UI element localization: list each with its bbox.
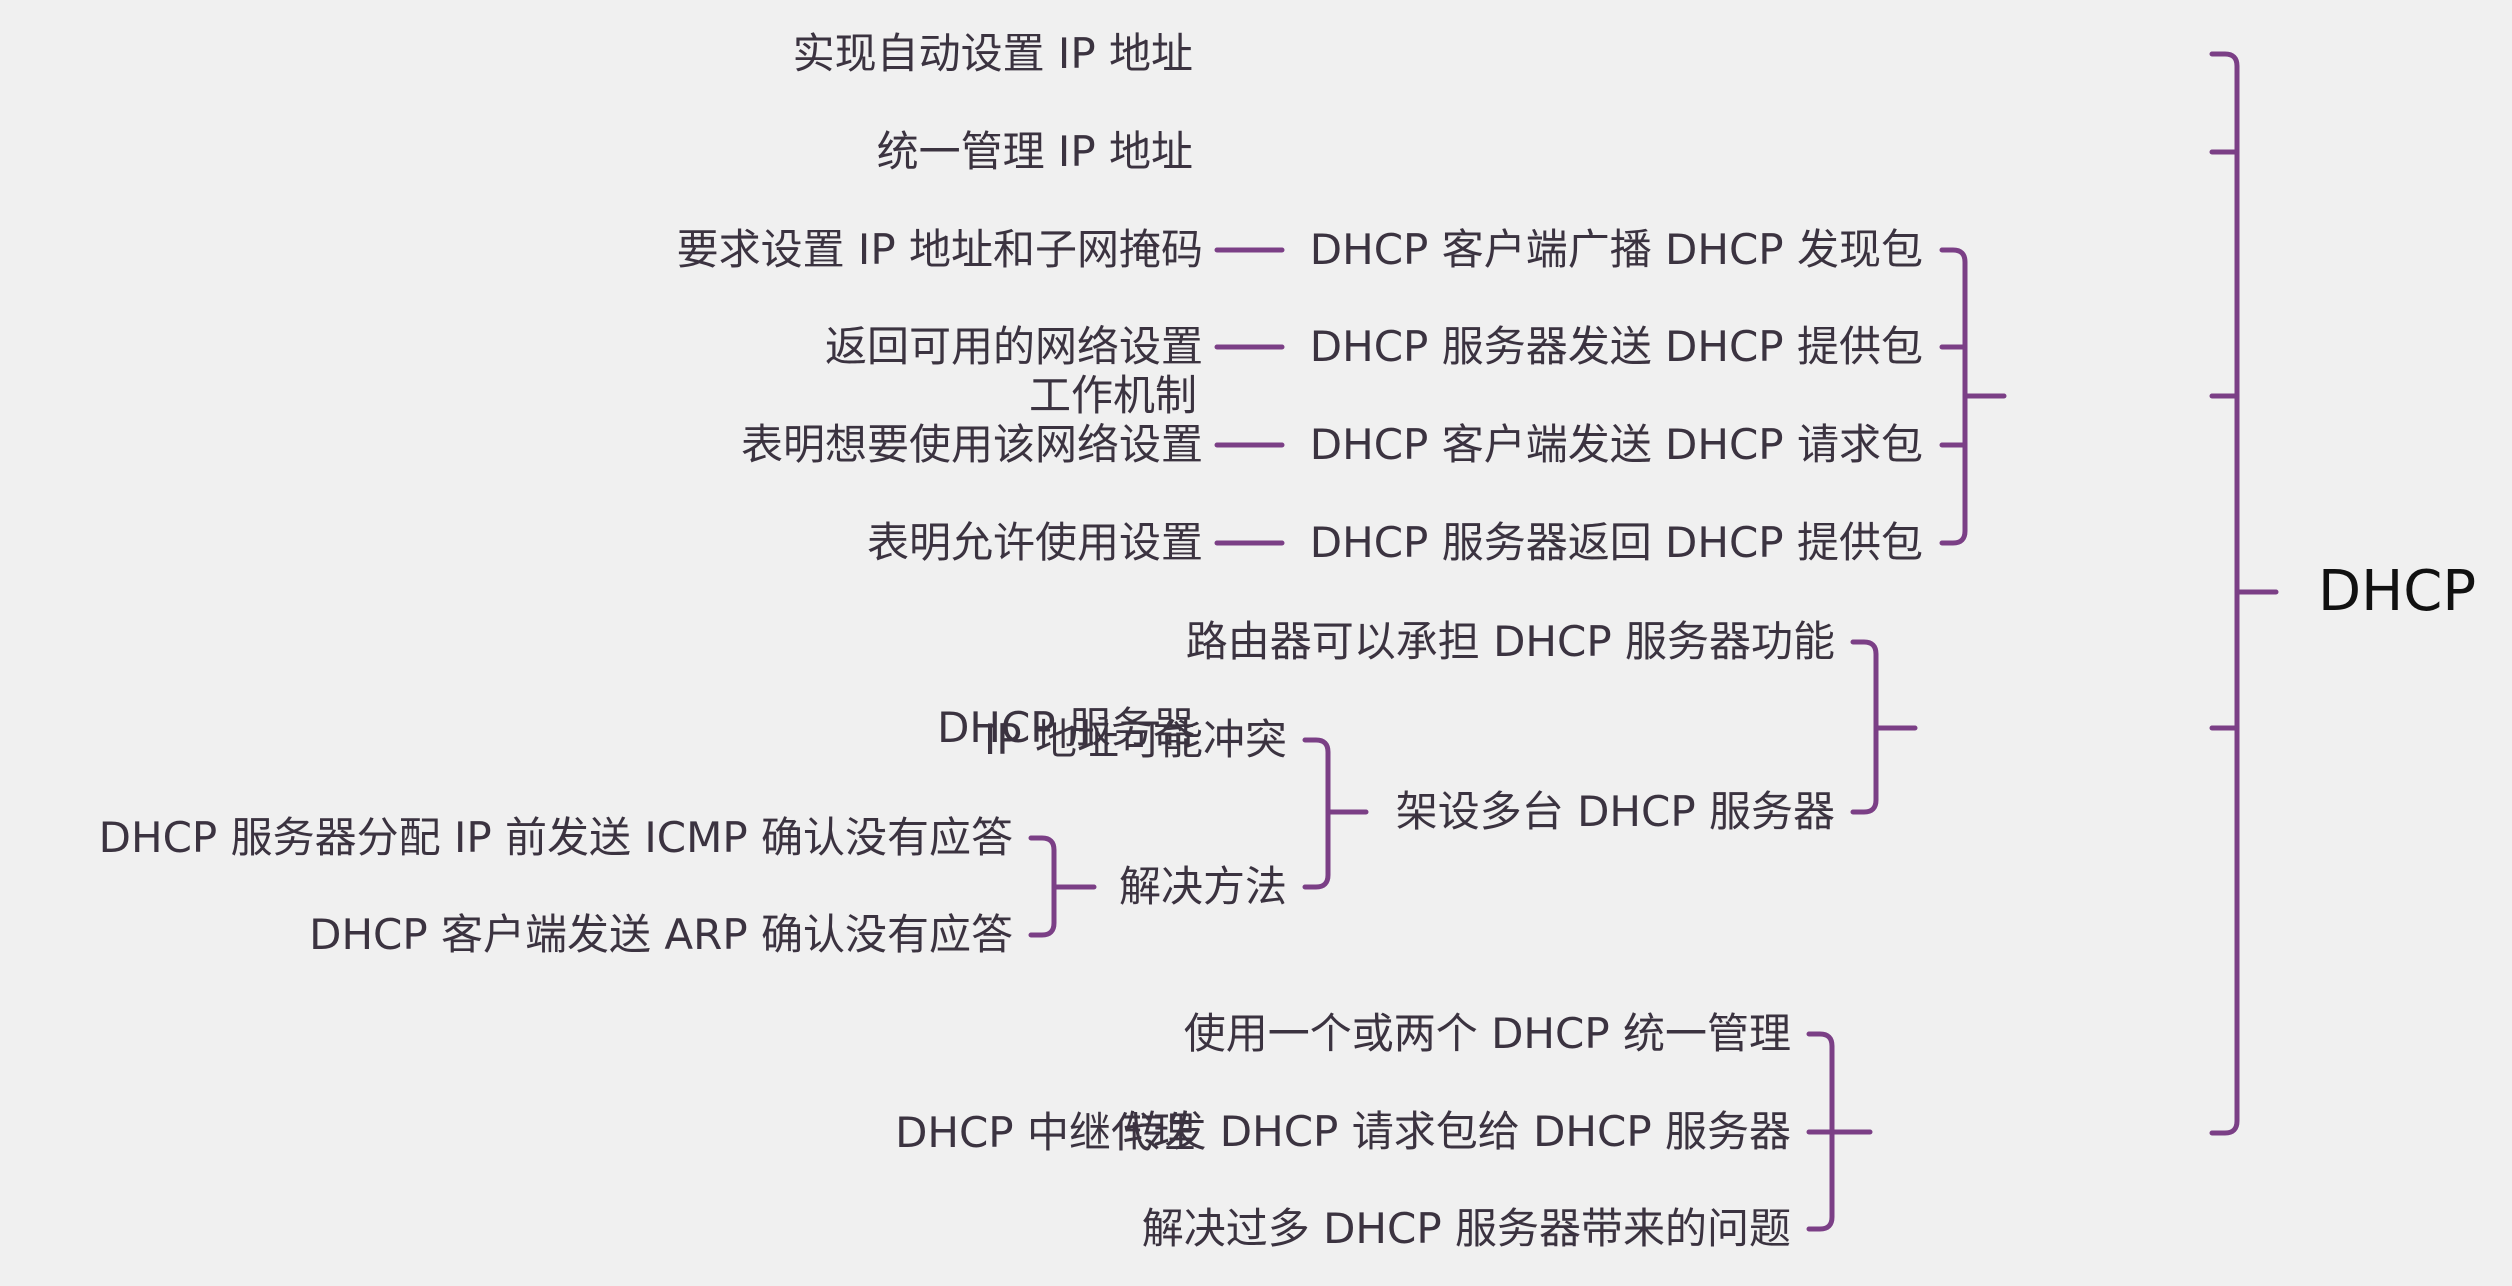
mechanism-step-detail: 要求设置 IP 地址和子网掩码 [676, 225, 1203, 274]
server-solution: 解决方法 [1118, 862, 1287, 911]
multi-bracket-spine [1302, 737, 1331, 890]
mechanism-bracket-spine [1939, 247, 1968, 546]
server-bracket-spine [1850, 639, 1879, 815]
mechanism-step-detail: 表明允许使用设置 [866, 518, 1203, 567]
solution-bracket-spine [1028, 835, 1057, 938]
server-router: 路由器可以承担 DHCP 服务器功能 [1185, 617, 1835, 666]
server-multi: 架设多台 DHCP 服务器 [1395, 787, 1835, 836]
node-mechanism: 工作机制 [1028, 371, 1197, 420]
mechanism-step: DHCP 客户端发送 DHCP 请求包 [1309, 420, 1923, 469]
relay-item: 解决过多 DHCP 服务器带来的问题 [1141, 1204, 1791, 1253]
node-server: DHCP 服务器 [937, 703, 1195, 752]
mechanism-step-detail: 表明想要使用该网络设置 [740, 420, 1203, 469]
relay-item: 使用一个或两个 DHCP 统一管理 [1183, 1009, 1791, 1058]
mechanism-step: DHCP 服务器发送 DHCP 提供包 [1309, 322, 1923, 371]
node-unified: 统一管理 IP 地址 [876, 127, 1193, 176]
solution-item: DHCP 客户端发送 ARP 确认没有应答 [309, 910, 1013, 959]
node-auto-ip: 实现自动设置 IP 地址 [792, 29, 1193, 78]
solution-item: DHCP 服务器分配 IP 前发送 ICMP 确认没有应答 [98, 813, 1013, 862]
root-bracket-spine [2209, 51, 2240, 1136]
root-node: DHCP [2318, 559, 2477, 624]
relay-item: 转发 DHCP 请求包给 DHCP 服务器 [1122, 1107, 1791, 1156]
node-relay: DHCP 中继代理 [895, 1108, 1195, 1157]
server-conflict: IP 地址可能冲突 [983, 715, 1287, 764]
mechanism-step: DHCP 服务器返回 DHCP 提供包 [1309, 518, 1923, 567]
mechanism-step: DHCP 客户端广播 DHCP 发现包 [1309, 225, 1923, 274]
mechanism-step-detail: 返回可用的网络设置 [824, 322, 1203, 371]
